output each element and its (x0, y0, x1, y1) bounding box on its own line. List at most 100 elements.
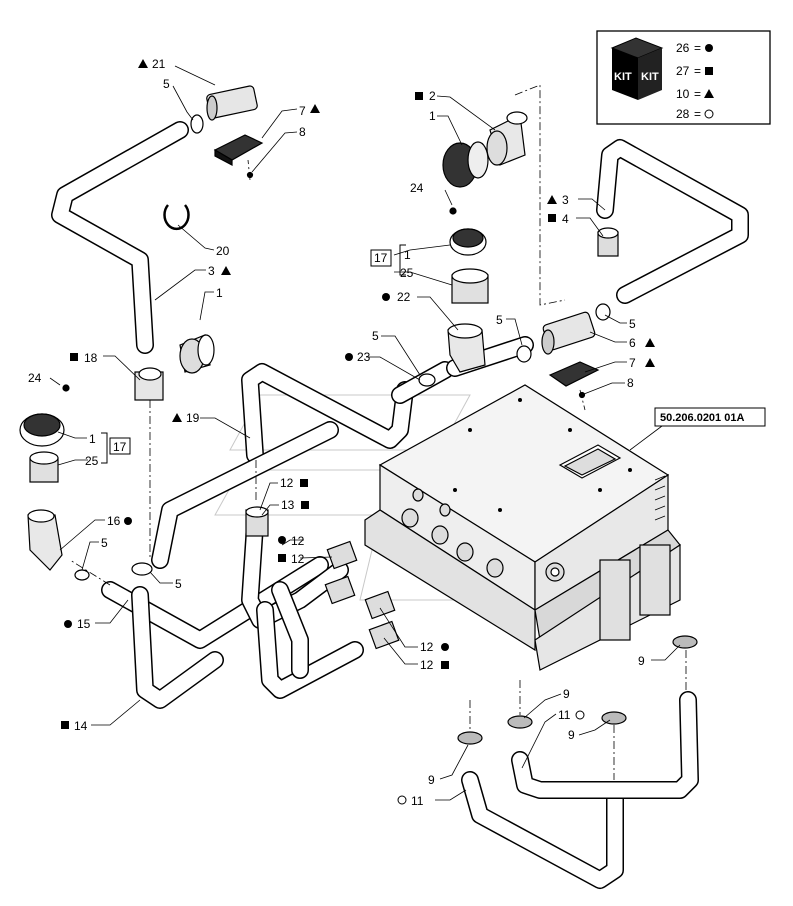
callout-1: 1 (216, 286, 223, 300)
callout-6: 6 (629, 336, 636, 350)
callout-20: 20 (216, 244, 230, 258)
legend-equals: = (694, 41, 701, 55)
filled-circle-icon (64, 620, 72, 628)
hvac-unit (364, 384, 681, 671)
legend-row-28: 28 = (676, 107, 714, 121)
callout-12: 12 (280, 476, 294, 490)
callout-5: 5 (175, 577, 182, 591)
callout-23: 23 (357, 350, 371, 364)
callout-7: 7 (299, 104, 306, 118)
callout-18: 18 (84, 351, 98, 365)
callout-9: 9 (563, 687, 570, 701)
filled-square-icon (300, 479, 308, 487)
parts (19, 85, 698, 745)
legend-equals: = (694, 64, 701, 78)
callout-9: 9 (568, 728, 575, 742)
callout-17: 17 (113, 440, 127, 454)
callout-14: 14 (74, 719, 88, 733)
center-lines (69, 84, 687, 780)
callout-11: 11 (558, 708, 571, 722)
open-circle-icon (704, 109, 714, 119)
callout-8: 8 (627, 376, 634, 390)
filled-circle-icon (382, 293, 390, 301)
filled-triangle-icon (172, 413, 182, 422)
filled-circle-icon (278, 536, 286, 544)
open-circle-icon (575, 710, 585, 720)
callout-17: 17 (374, 251, 388, 265)
callout-19: 19 (186, 411, 200, 425)
callout-11: 11 (411, 794, 424, 808)
legend-number: 28 (676, 107, 690, 121)
kit-label-right: KIT (641, 71, 659, 83)
callout-5: 5 (372, 329, 379, 343)
part-18-tee (134, 367, 164, 401)
filled-square-icon (415, 92, 423, 100)
callout-5: 5 (163, 77, 170, 91)
legend-row-27: 27 = (676, 64, 713, 78)
callouts: 21 5 7 8 20 3 1 18 24 1 25 17 16 5 5 15 (28, 57, 655, 808)
callout-9: 9 (428, 773, 435, 787)
callout-24: 24 (28, 371, 42, 385)
filled-triangle-icon (138, 59, 148, 68)
filled-triangle-icon (310, 104, 320, 113)
callout-25: 25 (85, 454, 99, 468)
open-circle-icon (397, 795, 407, 805)
legend-row-26: 26 = (676, 41, 713, 55)
callout-22: 22 (397, 290, 411, 304)
unit-ports (401, 488, 504, 578)
callout-3: 3 (562, 193, 569, 207)
callout-9: 9 (638, 654, 645, 668)
filled-circle-icon (345, 353, 353, 361)
callout-12: 12 (291, 534, 305, 548)
part-25-left (29, 451, 59, 483)
callout-1: 1 (429, 109, 436, 123)
filled-circle-icon (705, 44, 713, 52)
filled-circle-icon (441, 643, 449, 651)
callout-3: 3 (208, 264, 215, 278)
part-21 (206, 85, 258, 121)
filled-triangle-icon (704, 89, 714, 98)
callout-16: 16 (107, 514, 121, 528)
part-2-elbow (486, 111, 528, 166)
callout-12: 12 (291, 552, 305, 566)
callout-7: 7 (629, 356, 636, 370)
filled-square-icon (441, 661, 449, 669)
legend-number: 27 (676, 64, 690, 78)
callout-5: 5 (101, 536, 108, 550)
callout-13: 13 (281, 498, 295, 512)
callout-1: 1 (404, 248, 411, 262)
callout-8: 8 (299, 125, 306, 139)
part-25-mid (451, 268, 489, 304)
legend-equals: = (694, 87, 701, 101)
legend-equals: = (694, 107, 701, 121)
legend-row-10: 10 = (676, 87, 714, 101)
filled-square-icon (301, 501, 309, 509)
callout-4: 4 (562, 212, 569, 226)
callout-24: 24 (410, 181, 424, 195)
kit-brackets (101, 244, 406, 464)
leader-lines (49, 65, 681, 801)
callout-12: 12 (420, 640, 434, 654)
kit-legend: KIT KIT 26 = 27 = 10 = 28 = (596, 30, 771, 125)
callout-12: 12 (420, 658, 434, 672)
filled-square-icon (705, 67, 713, 75)
kit-label-left: KIT (614, 71, 632, 83)
filled-circle-icon (124, 517, 132, 525)
legend-number: 26 (676, 41, 690, 55)
callout-21: 21 (152, 57, 166, 71)
filled-square-icon (61, 721, 69, 729)
part-1-vent-top (442, 141, 489, 188)
legend-number: 10 (676, 87, 690, 101)
callout-2: 2 (429, 89, 436, 103)
part-1-vent-mid (449, 228, 487, 256)
filled-triangle-icon (645, 338, 655, 347)
reference-code-label: 50.206.0201 01A (629, 407, 766, 451)
part-1-vent-left (19, 413, 65, 447)
filled-square-icon (70, 353, 78, 361)
part-1-elbow (179, 334, 215, 374)
callout-1: 1 (89, 432, 96, 446)
filled-triangle-icon (547, 195, 557, 204)
filled-square-icon (278, 554, 286, 562)
callout-15: 15 (77, 617, 91, 631)
